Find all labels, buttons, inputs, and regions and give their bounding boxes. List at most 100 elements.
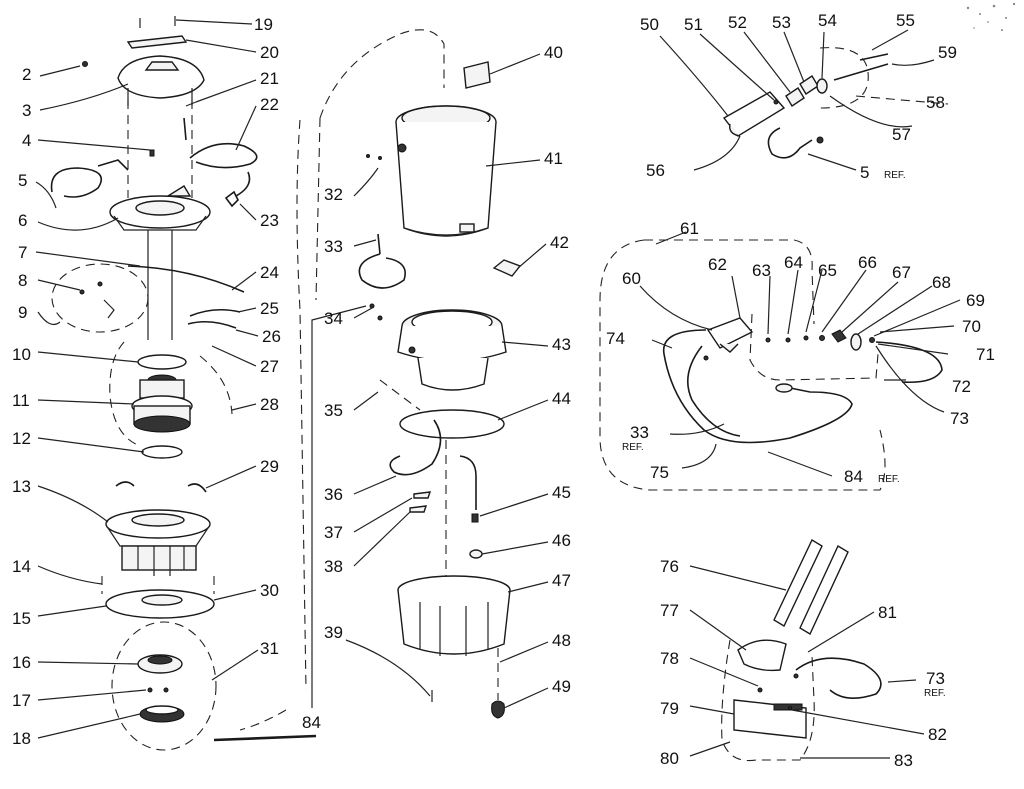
tank-assembly [239, 29, 522, 731]
label-20: 20 [260, 43, 279, 62]
hose-assembly [599, 239, 943, 491]
label-8: 8 [18, 271, 27, 290]
ref-marker-33: REF. [622, 442, 644, 453]
label-21: 21 [260, 69, 279, 88]
label-58: 58 [926, 93, 945, 112]
label-78: 78 [660, 649, 679, 668]
switch-assembly [722, 47, 949, 159]
label-46: 46 [552, 531, 571, 550]
label-13: 13 [12, 477, 31, 496]
label-71: 71 [976, 345, 995, 364]
label-14: 14 [12, 557, 31, 576]
label-79: 79 [660, 699, 679, 718]
label-50: 50 [640, 15, 659, 34]
leader-lines [35, 19, 961, 759]
label-51: 51 [684, 15, 703, 34]
label-36: 36 [324, 485, 343, 504]
ref-marker-73: REF. [924, 688, 946, 699]
label-81: 81 [878, 603, 897, 622]
wand-assembly [721, 539, 882, 762]
label-49: 49 [552, 677, 571, 696]
label-60: 60 [622, 269, 641, 288]
label-84-ref: 84 [844, 467, 863, 486]
label-4: 4 [22, 131, 31, 150]
label-23: 23 [260, 211, 279, 230]
label-48: 48 [552, 631, 571, 650]
label-69: 69 [966, 291, 985, 310]
label-64: 64 [784, 253, 803, 272]
ref-marker-5: REF. [884, 170, 906, 181]
part-number-labels: 19 20 2 21 3 22 4 5 23 6 7 24 8 25 9 26 … [12, 11, 995, 770]
label-72: 72 [952, 377, 971, 396]
ref-marker-84: REF. [878, 474, 900, 485]
label-84: 84 [302, 713, 321, 732]
label-3: 3 [22, 101, 31, 120]
label-37: 37 [324, 523, 343, 542]
label-68: 68 [932, 273, 951, 292]
label-44: 44 [552, 389, 571, 408]
label-66: 66 [858, 253, 877, 272]
label-9: 9 [18, 303, 27, 322]
label-15: 15 [12, 609, 31, 628]
label-41: 41 [544, 149, 563, 168]
label-35: 35 [324, 401, 343, 420]
label-65: 65 [818, 261, 837, 280]
label-63: 63 [752, 261, 771, 280]
label-26: 26 [262, 327, 281, 346]
label-76: 76 [660, 557, 679, 576]
label-42: 42 [550, 233, 569, 252]
label-52: 52 [728, 13, 747, 32]
label-70: 70 [962, 317, 981, 336]
label-39: 39 [324, 623, 343, 642]
label-67: 67 [892, 263, 911, 282]
label-47: 47 [552, 571, 571, 590]
label-38: 38 [324, 557, 343, 576]
label-5: 5 [18, 171, 27, 190]
motor-head-assembly [50, 16, 317, 751]
label-55: 55 [896, 11, 915, 30]
label-34: 34 [324, 309, 343, 328]
label-61: 61 [680, 219, 699, 238]
label-11: 11 [12, 391, 30, 410]
label-77: 77 [660, 601, 679, 620]
label-43: 43 [552, 335, 571, 354]
label-59: 59 [938, 43, 957, 62]
label-75: 75 [650, 463, 669, 482]
label-25: 25 [260, 299, 279, 318]
label-16: 16 [12, 653, 31, 672]
label-74: 74 [606, 329, 625, 348]
label-33-ref: 33 [630, 423, 649, 442]
label-73: 73 [950, 409, 969, 428]
scan-noise [966, 2, 1016, 31]
label-40: 40 [544, 43, 563, 62]
label-5-ref: 5 [860, 163, 869, 182]
label-83: 83 [894, 751, 913, 770]
label-62: 62 [708, 255, 727, 274]
label-29: 29 [260, 457, 279, 476]
label-56: 56 [646, 161, 665, 180]
label-31: 31 [260, 639, 279, 658]
label-54: 54 [818, 11, 837, 30]
label-53: 53 [772, 13, 791, 32]
label-22: 22 [260, 95, 279, 114]
label-27: 27 [260, 357, 279, 376]
label-57: 57 [892, 125, 911, 144]
label-18: 18 [12, 729, 31, 748]
label-33: 33 [324, 237, 343, 256]
label-80: 80 [660, 749, 679, 768]
label-6: 6 [18, 211, 27, 230]
label-24: 24 [260, 263, 279, 282]
label-2: 2 [22, 65, 31, 84]
label-45: 45 [552, 483, 571, 502]
label-12: 12 [12, 429, 31, 448]
label-30: 30 [260, 581, 279, 600]
label-82: 82 [928, 725, 947, 744]
label-28: 28 [260, 395, 279, 414]
label-10: 10 [12, 345, 31, 364]
label-7: 7 [18, 243, 27, 262]
label-17: 17 [12, 691, 31, 710]
label-32: 32 [324, 185, 343, 204]
label-73-ref: 73 [926, 669, 945, 688]
label-19: 19 [254, 15, 273, 34]
